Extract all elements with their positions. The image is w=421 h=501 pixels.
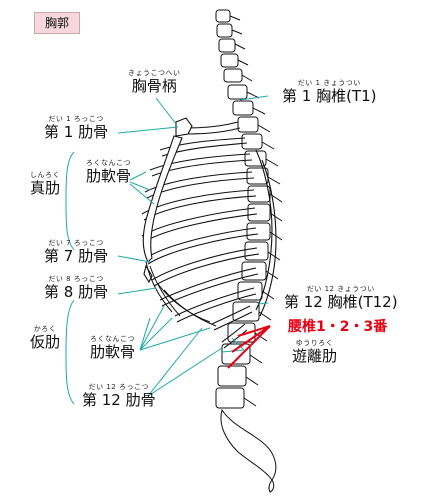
label-costal-cartilage-lower: ろくなんこつ 肋軟骨: [90, 335, 136, 361]
label-false-ribs: かろく 仮肋: [30, 325, 61, 351]
lumbar-pointers: [227, 325, 271, 369]
label-rib-12: だい 12 ろっこつ 第 12 肋骨: [82, 383, 156, 409]
costal-cartilage: [145, 261, 217, 327]
label-floating-ribs: ゆうりろく 遊離肋: [292, 339, 338, 365]
sternum: [142, 117, 193, 284]
label-rib-8: だい 8 ろっこつ 第 8 肋骨: [44, 275, 109, 301]
leader-lines: [65, 95, 269, 405]
label-t12-vertebra: だい 12 きょうつい 第 12 胸椎(T12): [284, 285, 398, 311]
label-lumbar-1-3: 腰椎1・2・3番: [288, 319, 388, 335]
label-rib-1: だい 1 ろっこつ 第 1 肋骨: [44, 115, 109, 141]
label-true-ribs: しんろく 真肋: [30, 171, 61, 197]
label-t1-vertebra: だい 1 きょうつい 第 1 胸椎(T1): [282, 79, 377, 105]
label-sternum-manubrium: きょうこつへい 胸骨柄: [128, 69, 181, 95]
spine: [215, 9, 283, 493]
label-costal-cartilage-upper: ろくなんこつ 肋軟骨: [86, 159, 132, 185]
label-rib-7: だい 7 ろっこつ 第 7 肋骨: [44, 239, 109, 265]
title-tag: 胸郭: [34, 12, 80, 34]
